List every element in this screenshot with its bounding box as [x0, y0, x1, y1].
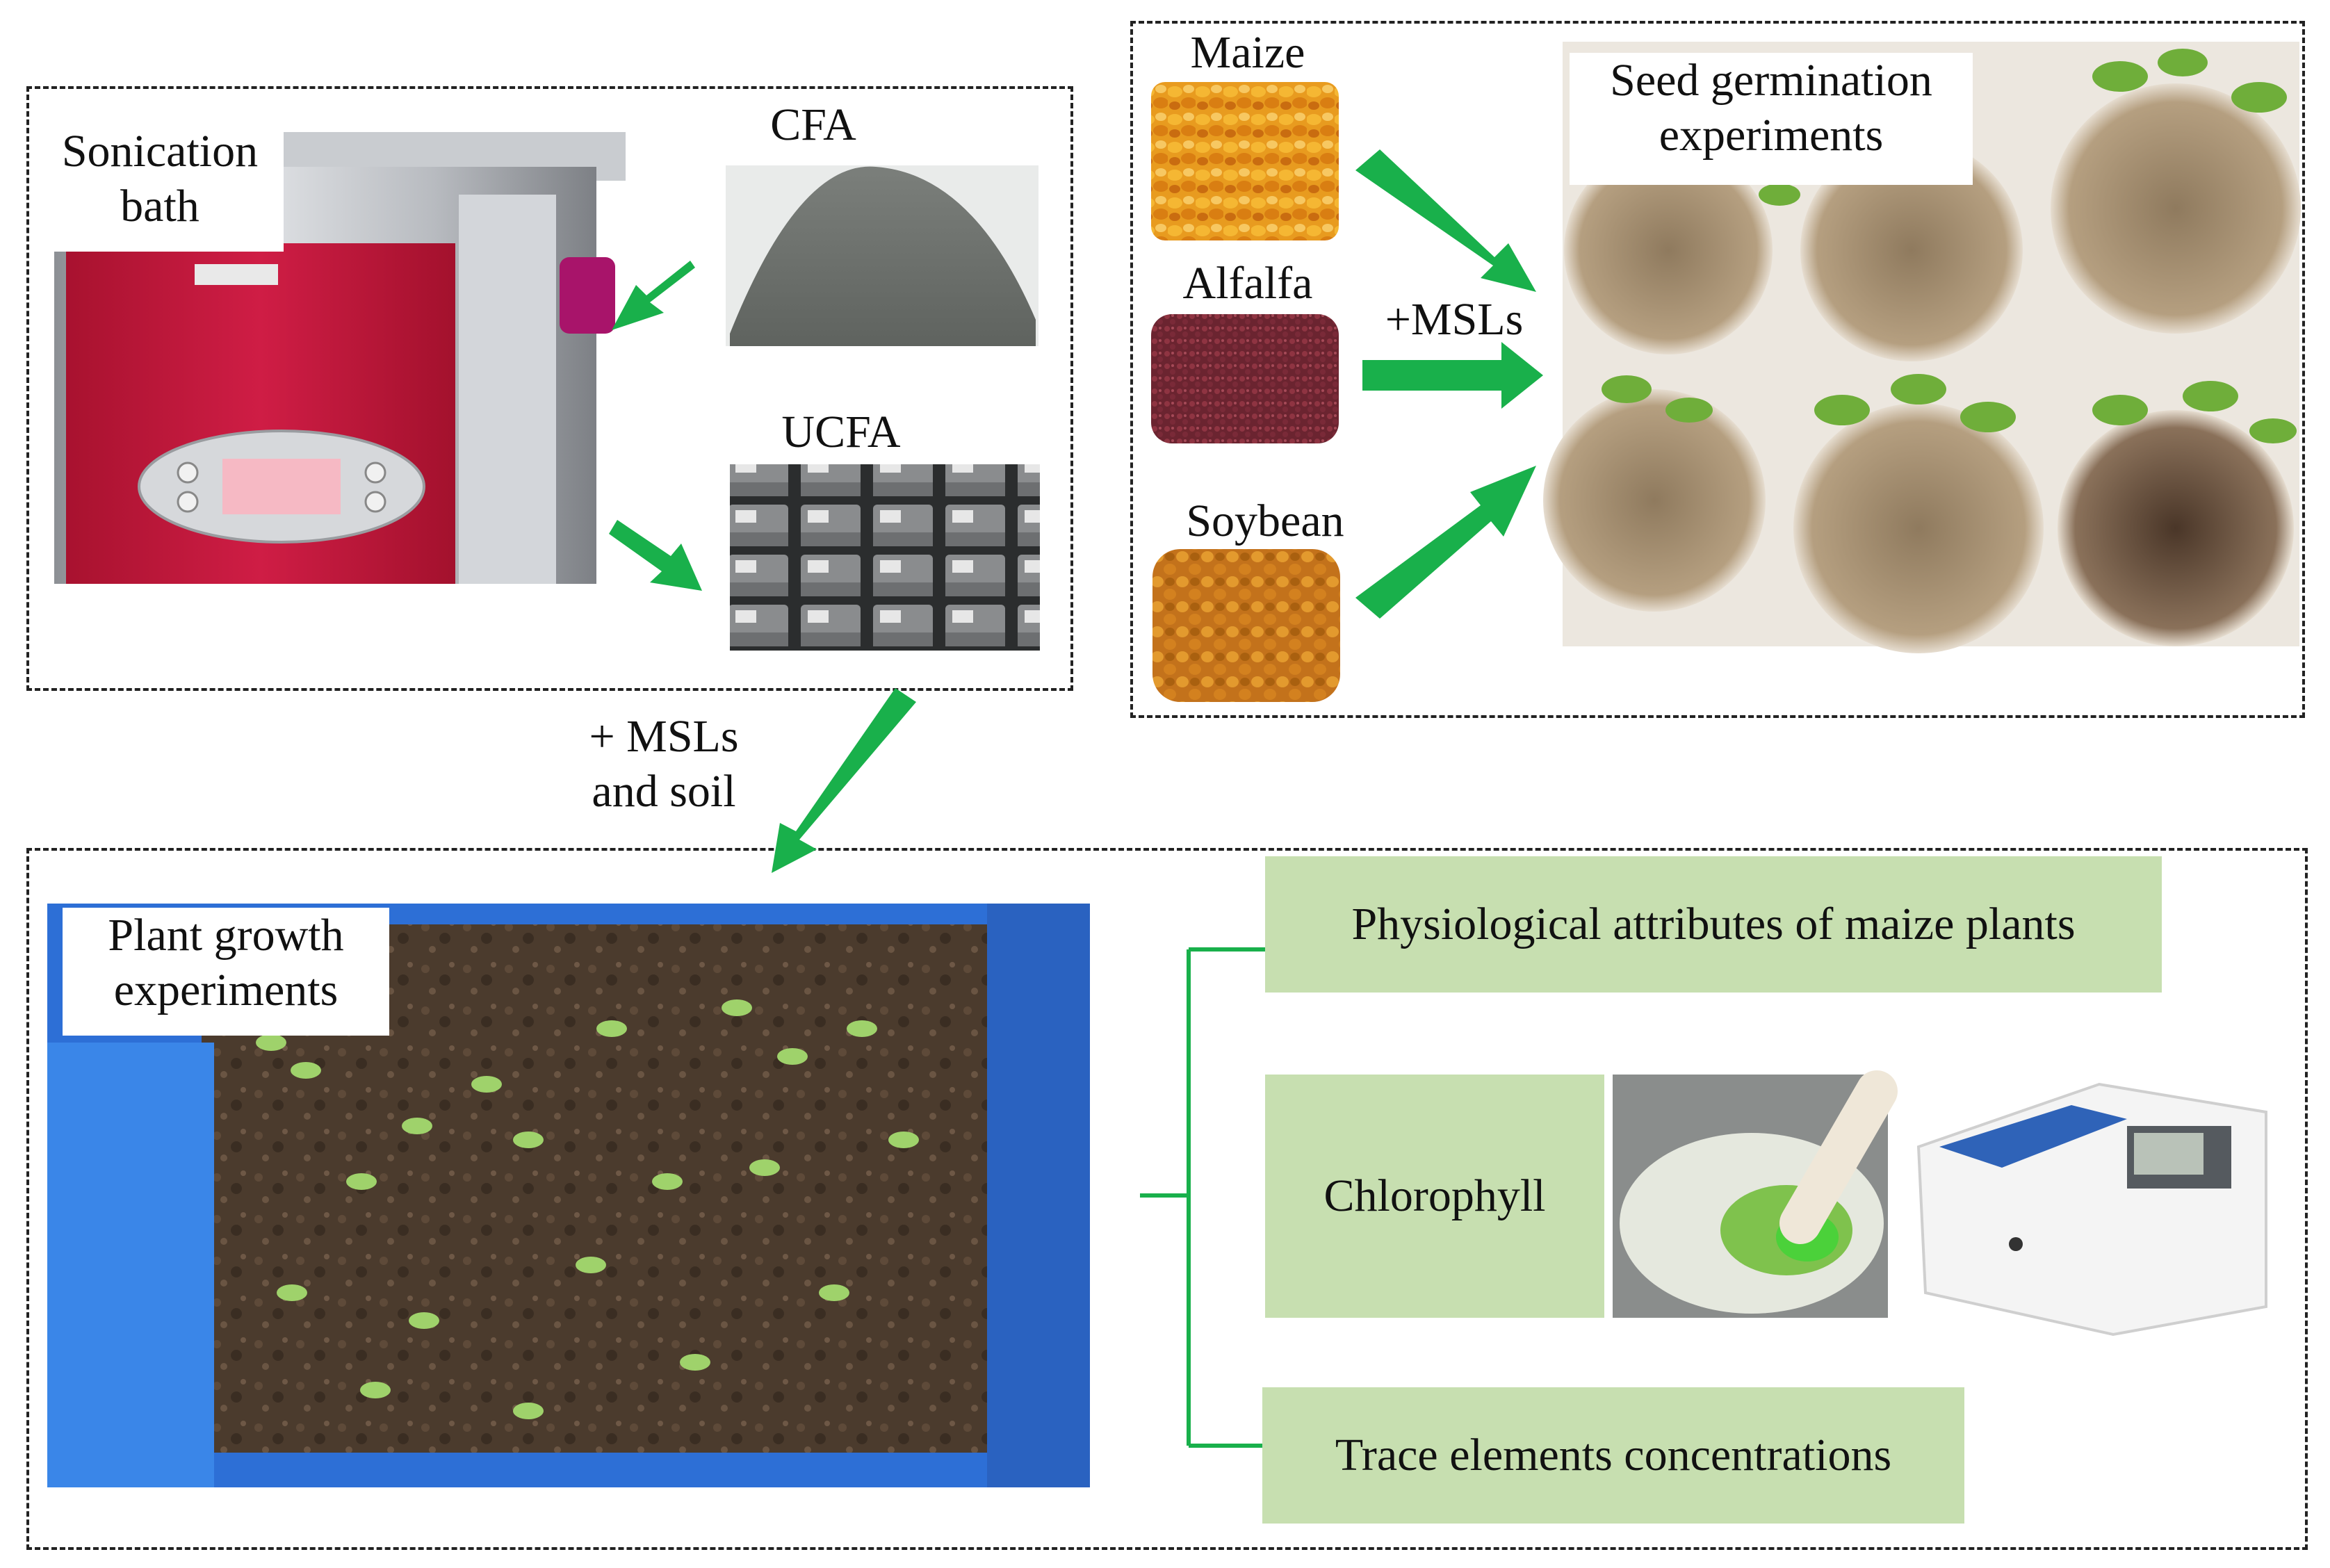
maize-label: Maize: [1190, 27, 1305, 78]
alfalfa-label: Alfalfa: [1182, 258, 1313, 309]
sonication-label-line1: Sonication: [61, 126, 259, 177]
plant-growth-panel: [26, 848, 2308, 1550]
germination-label-line1: Seed germination: [1610, 55, 1932, 106]
physiological-attributes-box: Physiological attributes of maize plants: [1265, 856, 2162, 993]
germination-panel: [1130, 21, 2305, 718]
plant-growth-label-line1: Plant growth: [108, 910, 344, 961]
ucfa-label: UCFA: [781, 407, 901, 457]
sonication-label-line2: bath: [120, 181, 199, 232]
soybean-label: Soybean: [1186, 496, 1344, 546]
germination-label: Seed germination experiments: [1570, 53, 1973, 185]
plant-growth-label-line2: experiments: [113, 965, 339, 1016]
msls-soil-label: + MSLs and soil: [549, 709, 779, 819]
trace-elements-box: Trace elements concentrations: [1262, 1387, 1964, 1524]
plant-growth-label: Plant growth experiments: [63, 908, 389, 1036]
cfa-label: CFA: [770, 99, 856, 150]
msls-additive-label: +MSLs: [1385, 294, 1524, 345]
chlorophyll-box: Chlorophyll: [1265, 1075, 1604, 1318]
msls-soil-label-line2: and soil: [592, 766, 736, 817]
msls-soil-label-line1: + MSLs: [589, 711, 739, 762]
germination-label-line2: experiments: [1659, 110, 1884, 161]
sonication-label: Sonication bath: [36, 124, 284, 252]
sonication-panel: [26, 86, 1073, 691]
